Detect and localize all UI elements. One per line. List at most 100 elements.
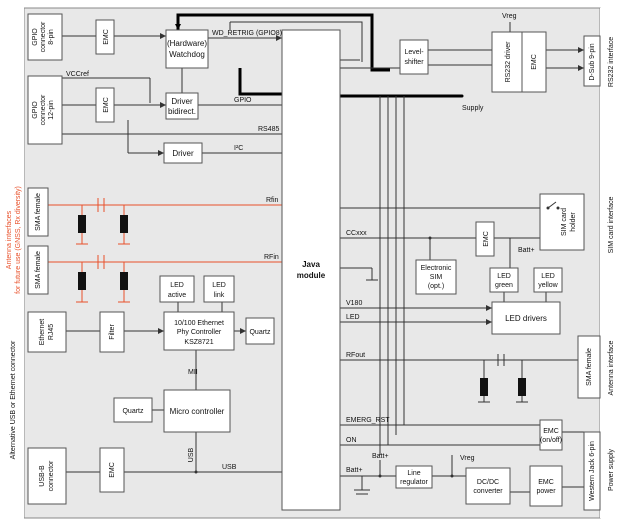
rs232-driver-label: RS232 driver — [505, 41, 512, 83]
dcdc-label-2: converter — [473, 488, 503, 495]
alt-usb-eth-label: Alternative USB or Ethernet connector — [10, 340, 17, 459]
filter-box — [99, 311, 125, 353]
sma2-connector — [27, 245, 49, 295]
led-active-label-2: active — [168, 292, 186, 299]
gpio8-connector — [27, 13, 63, 61]
emc-power-label-2: power — [536, 488, 556, 495]
gpio12-label-2: connector — [40, 94, 47, 125]
western-jack-connector — [583, 431, 601, 511]
level-shifter-label-1: Level- — [404, 49, 424, 56]
driver-bidirect-box — [165, 92, 199, 120]
gpio8-label-2: connector — [40, 21, 47, 52]
emerg-rst-label: EMERG_RST — [346, 417, 390, 424]
led-active-label-1: LED — [170, 282, 184, 289]
on-label: ON — [346, 437, 357, 444]
ethernet-label-1: Ethernet — [39, 319, 46, 346]
emc-gpio12-label: EMC — [103, 97, 110, 113]
sim-holder-label-2: holder — [570, 212, 577, 232]
micro-box — [163, 389, 231, 433]
ethernet-connector — [27, 311, 67, 353]
v180-label: V180 — [346, 300, 362, 307]
gpio12-label-1: GPIO — [32, 101, 39, 119]
led-drivers-label: LED drivers — [505, 314, 547, 323]
emc-sim — [475, 221, 495, 257]
esim-label-3: (opt.) — [428, 283, 444, 290]
power-supply-label: Power supply — [608, 448, 615, 491]
esim-label-2: SIM — [430, 274, 443, 281]
ethernet-label-2: RJ45 — [48, 324, 55, 340]
gpio12-connector — [27, 75, 63, 145]
emc-onoff-box — [539, 419, 563, 451]
java-label-1: Java — [302, 260, 320, 269]
rfout-label: RFout — [346, 352, 365, 359]
eth-phy-label-3: KSZ8721 — [184, 339, 213, 346]
sma-right-connector — [577, 335, 601, 399]
led-yellow-box — [533, 267, 563, 293]
emc-power-box — [529, 465, 563, 507]
sma1-label: SMA female — [35, 193, 42, 231]
level-shifter-label-2: shifter — [404, 59, 424, 66]
esim-box — [415, 259, 457, 295]
sma2-label: SMA female — [35, 251, 42, 289]
watchdog-label-1: (Hardware) — [167, 39, 207, 48]
ccxxx-label: CCxxx — [346, 230, 367, 237]
emc-gpio8-label: EMC — [103, 29, 110, 45]
led-link-label-2: link — [214, 292, 225, 299]
batt-top-label: Batt+ — [518, 247, 535, 254]
emc-usb — [99, 447, 125, 493]
micro-label: Micro controller — [170, 407, 225, 416]
i2c-label: I²C — [234, 145, 243, 152]
led-drivers-box — [491, 301, 561, 335]
vreg-top-label: Vreg — [502, 13, 517, 20]
java-label-2: module — [297, 271, 326, 280]
gpio8-label-1: GPIO — [32, 28, 39, 46]
emc-sim-label: EMC — [483, 231, 490, 247]
batt2-label: Batt+ — [372, 453, 389, 460]
supply-label: Supply — [462, 105, 484, 112]
emc-gpio8 — [95, 19, 115, 55]
led-yellow-label-1: LED — [541, 273, 555, 280]
rfin2-label: RFin — [264, 254, 279, 261]
led-active-box — [159, 275, 195, 303]
level-shifter-box — [399, 39, 429, 75]
western-jack-label: Western Jack 6-pin — [589, 441, 596, 501]
eth-phy-box — [163, 311, 235, 351]
emc-usb-label: EMC — [109, 462, 116, 478]
quartz1-box — [245, 317, 275, 345]
emc-rs232 — [521, 31, 547, 93]
rs232-interface-label: RS232 interface — [608, 37, 615, 87]
eth-phy-label-2: Phy Controller — [177, 329, 222, 336]
mii-label: MII — [188, 369, 198, 376]
sma1-connector — [27, 187, 49, 237]
led-link-box — [203, 275, 235, 303]
quartz1-label: Quartz — [249, 329, 271, 336]
sim-interface-label: SIM card interface — [608, 196, 615, 253]
led-signal-label: LED — [346, 314, 360, 321]
vreg-bottom-label: Vreg — [460, 455, 475, 462]
dcdc-box — [465, 467, 511, 505]
led-green-label-1: LED — [497, 273, 511, 280]
driver-bidirect-label-1: Driver — [171, 97, 193, 106]
java-module — [281, 29, 341, 511]
sim-holder-box — [539, 193, 585, 251]
dsub-label: D-Sub 9-pin — [589, 43, 596, 80]
dsub-connector — [583, 35, 601, 87]
wd-retrig-label: WD_RETRIG (GPIO8) — [212, 30, 282, 37]
driver-box — [163, 142, 203, 164]
driver-bidirect-label-2: bidirect. — [168, 107, 196, 116]
emc-power-label-1: EMC — [538, 479, 554, 486]
usb-vertical-label: USB — [188, 447, 195, 462]
eth-phy-label-1: 10/100 Ethernet — [174, 320, 224, 327]
sim-holder-label-1: SIM card — [561, 208, 568, 236]
emc-onoff-label-2: (on/off) — [540, 437, 562, 444]
usb-label-1: USB-B — [39, 465, 46, 487]
line-regulator-label-2: regulator — [400, 479, 428, 486]
led-yellow-label-2: yellow — [538, 282, 558, 289]
vccref-label: VCCref — [66, 71, 89, 78]
line-regulator-label-1: Line — [407, 470, 420, 477]
esim-label-1: Electronic — [421, 265, 452, 272]
watchdog-box — [165, 29, 209, 69]
rs232-driver-box — [491, 31, 523, 93]
usb-horizontal-label: USB — [222, 464, 237, 471]
